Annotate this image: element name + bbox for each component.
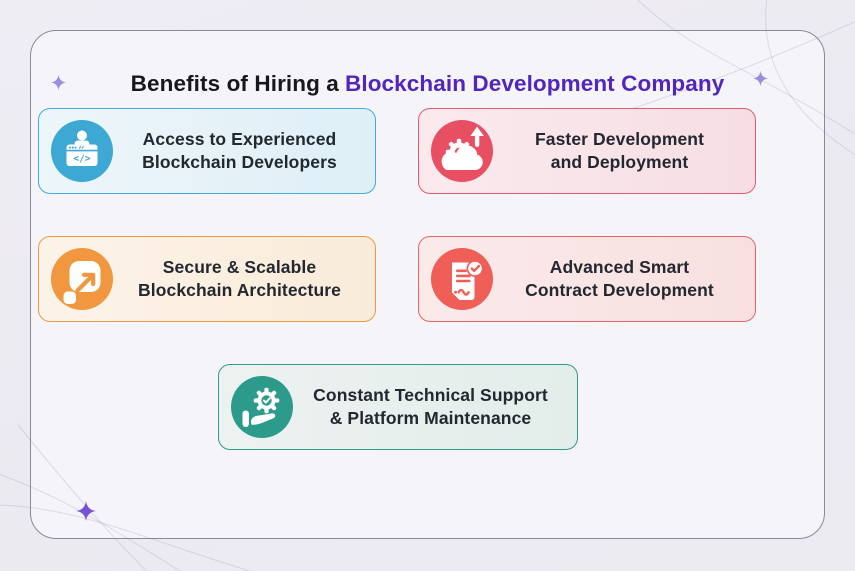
scale-expand-icon: [51, 248, 113, 310]
card-line-1: Faster Development: [534, 129, 705, 150]
card-line-2: & Platform Maintenance: [329, 408, 532, 428]
title-highlight: Blockchain Development Company: [345, 71, 725, 97]
card-line-1: Constant Technical Support: [313, 385, 548, 406]
svg-text:</>: </>: [73, 153, 90, 164]
contract-check-icon: [431, 248, 493, 310]
support-hand-gear-icon: [231, 376, 293, 438]
benefit-card-secure-scalable: Secure & Scalable Blockchain Architectur…: [38, 236, 376, 322]
benefit-card-technical-support: Constant Technical Support & Platform Ma…: [218, 364, 578, 450]
benefit-card-smart-contract: Advanced Smart Contract Development: [418, 236, 756, 322]
card-line-1: Advanced Smart: [549, 257, 690, 278]
cloud-gear-deploy-icon: [431, 120, 493, 182]
benefit-card-faster-development: Faster Development and Deployment: [418, 108, 756, 194]
card-text: Advanced Smart Contract Development: [494, 256, 745, 302]
card-text: Faster Development and Deployment: [494, 128, 745, 174]
benefit-card-experienced-developers: </> Access to Experienced Blockchain Dev…: [38, 108, 376, 194]
card-line-2: Blockchain Developers: [142, 152, 337, 172]
card-line-2: and Deployment: [550, 152, 689, 172]
title-prefix: Benefits of Hiring a: [130, 71, 339, 97]
card-text: Access to Experienced Blockchain Develop…: [114, 128, 365, 174]
card-text: Constant Technical Support & Platform Ma…: [294, 384, 567, 430]
card-line-1: Secure & Scalable: [162, 257, 317, 278]
card-line-1: Access to Experienced: [142, 129, 337, 150]
card-line-2: Blockchain Architecture: [138, 280, 341, 300]
developer-browser-icon: </>: [51, 120, 113, 182]
card-line-2: Contract Development: [525, 280, 714, 300]
card-text: Secure & Scalable Blockchain Architectur…: [114, 256, 365, 302]
